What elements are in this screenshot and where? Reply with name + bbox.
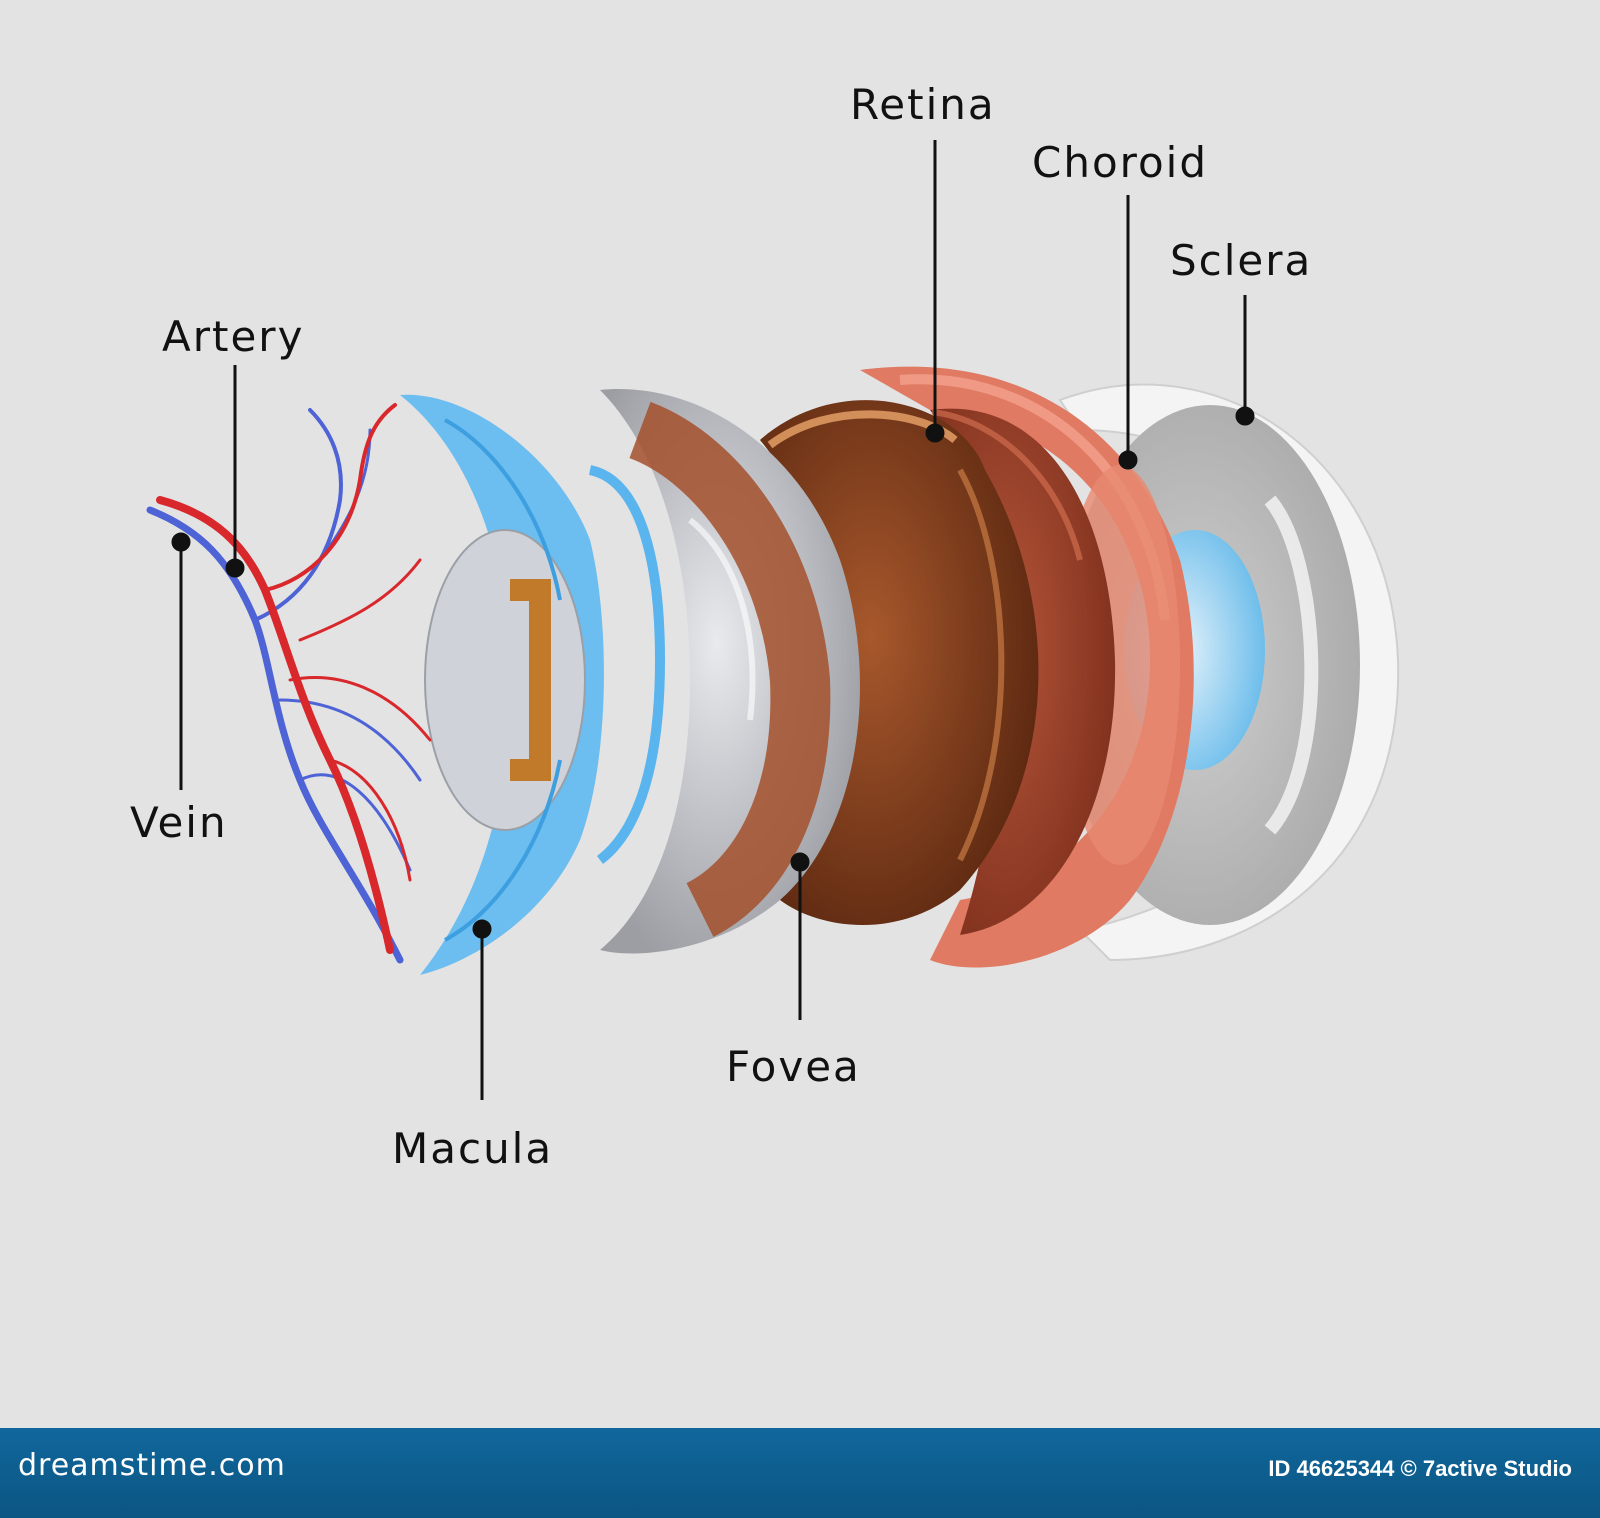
fovea-label: Fovea (726, 1042, 861, 1091)
eye-diagram (146, 140, 1400, 1100)
choroid-marker (1118, 450, 1138, 470)
choroid-label: Choroid (1032, 138, 1209, 187)
watermark-footer: dreamstime.com ID 46625344 © 7active Stu… (0, 1428, 1600, 1518)
fovea-marker (790, 852, 810, 872)
vein-marker (171, 532, 191, 552)
vessels (146, 403, 432, 964)
macula-label: Macula (392, 1124, 554, 1173)
watermark-credit: ID 46625344 © 7active Studio (1268, 1456, 1572, 1481)
macula-marker (472, 919, 492, 939)
sclera-marker (1235, 406, 1255, 426)
retina-label: Retina (850, 80, 996, 129)
artery-label: Artery (162, 312, 305, 361)
vein-label: Vein (130, 798, 228, 847)
retina-marker (925, 423, 945, 443)
watermark-site: dreamstime.com (18, 1448, 286, 1483)
leader-lines (171, 140, 1255, 1100)
artery-marker (225, 558, 245, 578)
lens-layer (588, 389, 860, 954)
sclera-label: Sclera (1170, 236, 1313, 285)
macula-layer (400, 394, 604, 975)
